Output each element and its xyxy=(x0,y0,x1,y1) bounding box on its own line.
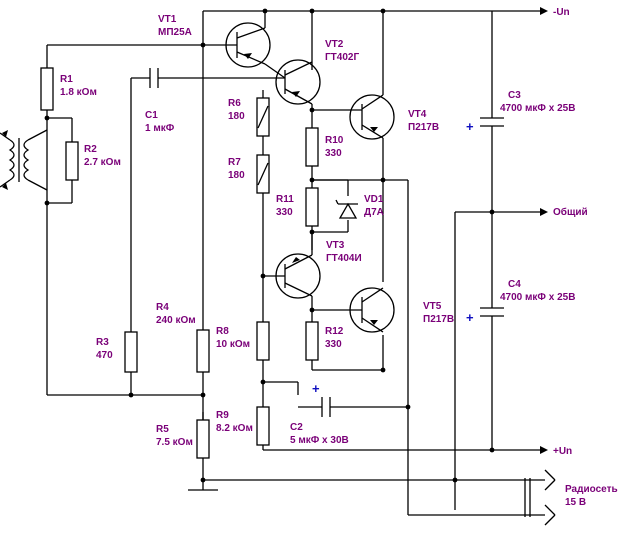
r10-body xyxy=(305,127,319,167)
r2-value-label: 2.7 кОм xyxy=(84,157,121,168)
c4-value-label: 4700 мкФ х 25В xyxy=(500,292,575,303)
r1-body xyxy=(40,67,54,111)
r8-value-label: 10 кОм xyxy=(216,339,250,350)
transistor-vt4-symbol xyxy=(349,94,395,140)
r7-value-label: 180 xyxy=(228,170,245,181)
c4-polarity-mark: + xyxy=(466,310,474,325)
r10-ref-label: R10 xyxy=(325,135,344,146)
vt3-ref-label: VT3 xyxy=(326,240,345,251)
c3-ref-label: C3 xyxy=(508,90,521,101)
c1-ref-label: C1 xyxy=(145,110,158,121)
r10-value-label: 330 xyxy=(325,148,342,159)
r12-value-label: 330 xyxy=(325,339,342,350)
r9-ref-label: R9 xyxy=(216,410,229,421)
vt3-type-label: ГТ404И xyxy=(326,253,362,264)
input-transformer xyxy=(0,129,48,191)
vt1-type-label: МП25А xyxy=(158,27,192,38)
capacitor-plates xyxy=(149,68,504,417)
r8-body xyxy=(196,329,210,373)
r12-body xyxy=(305,321,319,361)
transistor-vt5-symbol xyxy=(349,287,395,333)
r2-body xyxy=(65,141,79,181)
r5-body xyxy=(256,406,270,446)
r4-ref-label: R4 xyxy=(156,302,169,313)
r7-ref-label: R7 xyxy=(228,157,241,168)
r11-body xyxy=(305,187,319,227)
radio-voltage-label: 15 В xyxy=(565,497,586,508)
r11-value-label: 330 xyxy=(276,207,293,218)
r5-ref-label: R5 xyxy=(156,424,169,435)
vt1-ref-label: VT1 xyxy=(158,14,177,25)
radio-network-label: Радиосеть xyxy=(565,484,618,495)
c2-ref-label: C2 xyxy=(290,422,303,433)
r8-ref-label: R8 xyxy=(216,326,229,337)
r11-ref-label: R11 xyxy=(276,194,294,205)
plus-rail-label: +Un xyxy=(553,446,572,457)
r5-value-label: 7.5 кОм xyxy=(156,437,193,448)
c2-polarity-mark: + xyxy=(312,381,320,396)
minus-rail-label: -Un xyxy=(553,7,570,18)
vd1-ref-label: VD1 xyxy=(364,194,384,205)
r9-value-label: 8.2 кОм xyxy=(216,423,253,434)
r9-body xyxy=(196,419,210,459)
r3-body xyxy=(124,331,138,373)
common-rail-label: Общий xyxy=(553,206,588,218)
c2-value-label: 5 мкФ х 30В xyxy=(290,435,349,446)
vd1-type-label: Д7А xyxy=(364,207,384,218)
vt4-ref-label: VT4 xyxy=(408,109,427,120)
r4-body xyxy=(256,321,270,361)
zener-diode-vd1 xyxy=(335,199,358,219)
c3-value-label: 4700 мкФ х 25В xyxy=(500,103,575,114)
ground-symbol xyxy=(188,460,218,491)
c1-value-label: 1 мкФ xyxy=(145,123,175,134)
transistor-vt2-symbol xyxy=(275,59,321,110)
r12-ref-label: R12 xyxy=(325,326,344,337)
r6-value-label: 180 xyxy=(228,111,245,122)
r3-ref-label: R3 xyxy=(96,337,109,348)
vt2-ref-label: VT2 xyxy=(325,39,344,50)
r3-value-label: 470 xyxy=(96,350,113,361)
r6-ref-label: R6 xyxy=(228,98,241,109)
transistor-vt3-symbol xyxy=(263,253,321,299)
vt5-ref-label: VT5 xyxy=(423,301,442,312)
junction-dots xyxy=(44,8,495,483)
rail-arrows xyxy=(540,7,548,454)
r1-ref-label: R1 xyxy=(60,74,73,85)
vt4-type-label: П217В xyxy=(408,122,439,133)
r4-value-label: 240 кОм xyxy=(156,315,196,326)
c4-ref-label: C4 xyxy=(508,279,521,290)
c3-polarity-mark: + xyxy=(466,119,474,134)
vt5-type-label: П217В xyxy=(423,314,454,325)
r1-value-label: 1.8 кОм xyxy=(60,87,97,98)
r2-ref-label: R2 xyxy=(84,144,97,155)
transistor-vt1-symbol xyxy=(203,22,286,79)
polarity-marks: + + + xyxy=(312,119,474,396)
component-labels: VT1 МП25А VT2 ГТ402Г VT3 ГТ404И VT4 П217… xyxy=(60,7,618,508)
resistor-bodies xyxy=(40,67,319,459)
vt2-type-label: ГТ402Г xyxy=(325,52,359,63)
wiring xyxy=(46,10,556,526)
